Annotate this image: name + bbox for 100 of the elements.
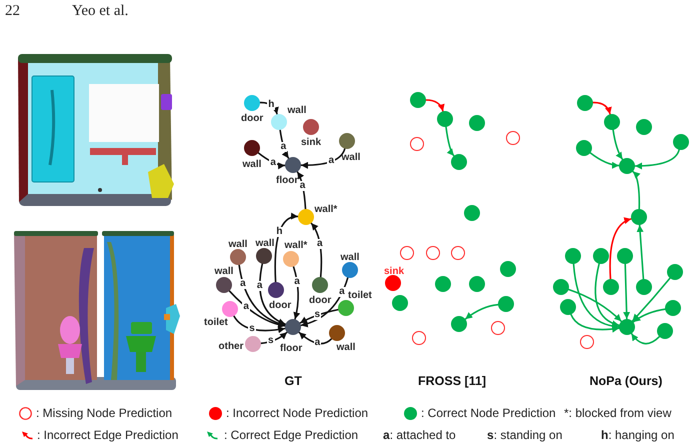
legend-text: : Missing Node Prediction: [36, 406, 172, 420]
node-dot-icon: [560, 299, 576, 315]
arrow: [636, 224, 644, 280]
arrow: [590, 152, 620, 169]
node-label: floor: [276, 174, 298, 186]
legend-text: : Incorrect Node Prediction: [226, 406, 368, 420]
node-dot-icon: [553, 279, 569, 295]
arrow: [632, 277, 671, 322]
node-label: other: [218, 340, 244, 352]
node-dot-icon: [435, 276, 451, 292]
arrow: [259, 263, 286, 326]
node-label: door: [309, 294, 332, 306]
legend-text: s: standing on: [487, 428, 562, 442]
node-dot-icon: [631, 209, 647, 225]
panel-title: NoPa (Ours): [590, 374, 662, 388]
node-ring-icon: [451, 246, 465, 260]
node-dot-icon: [617, 248, 633, 264]
arrow: [612, 129, 624, 160]
edge-label: a: [298, 181, 306, 192]
legend-text: : Correct Node Prediction: [421, 406, 556, 420]
node-dot-icon: [500, 261, 516, 277]
arrow: [300, 276, 349, 328]
node-dot-icon: [603, 279, 619, 295]
arrow: [260, 332, 288, 344]
node-label: toilet: [204, 316, 228, 328]
node-label: sink: [384, 266, 404, 276]
arrow: [310, 222, 322, 278]
arrow: [299, 308, 339, 324]
node-label: wall*: [284, 240, 308, 250]
running-head: Yeo et al.: [72, 2, 128, 20]
node-dot-icon: [410, 92, 426, 108]
node-ring-icon: [580, 335, 594, 349]
panel-title: FROSS [11]: [418, 374, 486, 388]
edge-label: s: [314, 310, 322, 320]
arrow: [594, 263, 620, 327]
legend-text: : Incorrect Edge Prediction: [37, 428, 178, 442]
node-dot-icon: [464, 205, 480, 221]
node-dot-icon: [593, 248, 609, 264]
edge-label: h: [275, 227, 284, 238]
arrow: [274, 213, 299, 283]
node-label: wall: [342, 152, 360, 162]
node-label: sink: [301, 136, 322, 148]
arrow: [609, 218, 632, 280]
arrow: [228, 290, 286, 328]
node-dot-icon: [577, 95, 593, 111]
legend-text: h: hanging on: [601, 428, 674, 442]
node-ring-icon: [506, 131, 520, 145]
node-ring-icon: [412, 331, 426, 345]
edge-label: a: [256, 280, 264, 291]
arrow: [464, 304, 499, 320]
node-label: wall: [228, 238, 248, 250]
node-dot-icon: [565, 248, 581, 264]
node-label: wall: [288, 104, 306, 116]
arrow: [568, 288, 622, 322]
arrow: [570, 314, 620, 333]
node-ring-icon: [491, 321, 505, 335]
arrow: [292, 266, 300, 320]
node-dot-icon: [437, 111, 453, 127]
legend-text: a: attached to: [383, 428, 456, 442]
edge-label: a: [242, 302, 250, 312]
node-dot-icon: [451, 154, 467, 170]
edge-label: a: [316, 239, 324, 250]
arrow: [632, 308, 666, 323]
node-dot-icon: [619, 158, 635, 174]
arrow: [298, 332, 332, 344]
node-ring-icon: [410, 137, 424, 151]
node-dot-icon: [469, 115, 485, 131]
node-ring-icon: [400, 246, 414, 260]
edge-label: a: [239, 278, 247, 289]
node-dot-icon: [636, 279, 652, 295]
arrow: [233, 315, 286, 334]
node-label: wall: [336, 342, 356, 352]
node-label: floor: [280, 342, 302, 354]
node-dot-icon: [392, 295, 408, 311]
node-label: toilet: [348, 290, 372, 300]
edge-label: a: [314, 338, 322, 348]
edge-label: a: [338, 287, 346, 298]
arrow: [238, 264, 286, 327]
arrow: [572, 263, 620, 330]
node-dot-icon: [469, 276, 485, 292]
node-dot-icon: [576, 140, 592, 156]
node-label: wall*: [314, 204, 338, 214]
arrow: [592, 102, 612, 115]
node-label: door: [241, 112, 264, 124]
node-dot-icon: [619, 319, 635, 335]
panel-title: GT: [284, 374, 302, 388]
legend-text: *: blocked from view: [564, 406, 672, 420]
edge-label: h: [267, 100, 276, 110]
arrow: [632, 170, 640, 210]
node-dot-icon: [657, 323, 673, 339]
node-dot-icon: [604, 114, 620, 130]
node-label: wall: [242, 158, 262, 170]
edge-label: a: [293, 277, 301, 288]
arrow: [279, 129, 290, 160]
edge-label: a: [327, 156, 336, 166]
node-label: wall: [256, 238, 274, 248]
edge-label: s: [266, 336, 275, 346]
node-dot-icon: [498, 296, 514, 312]
node-dot-icon: [451, 316, 467, 332]
legend-text: : Correct Edge Prediction: [224, 428, 358, 442]
